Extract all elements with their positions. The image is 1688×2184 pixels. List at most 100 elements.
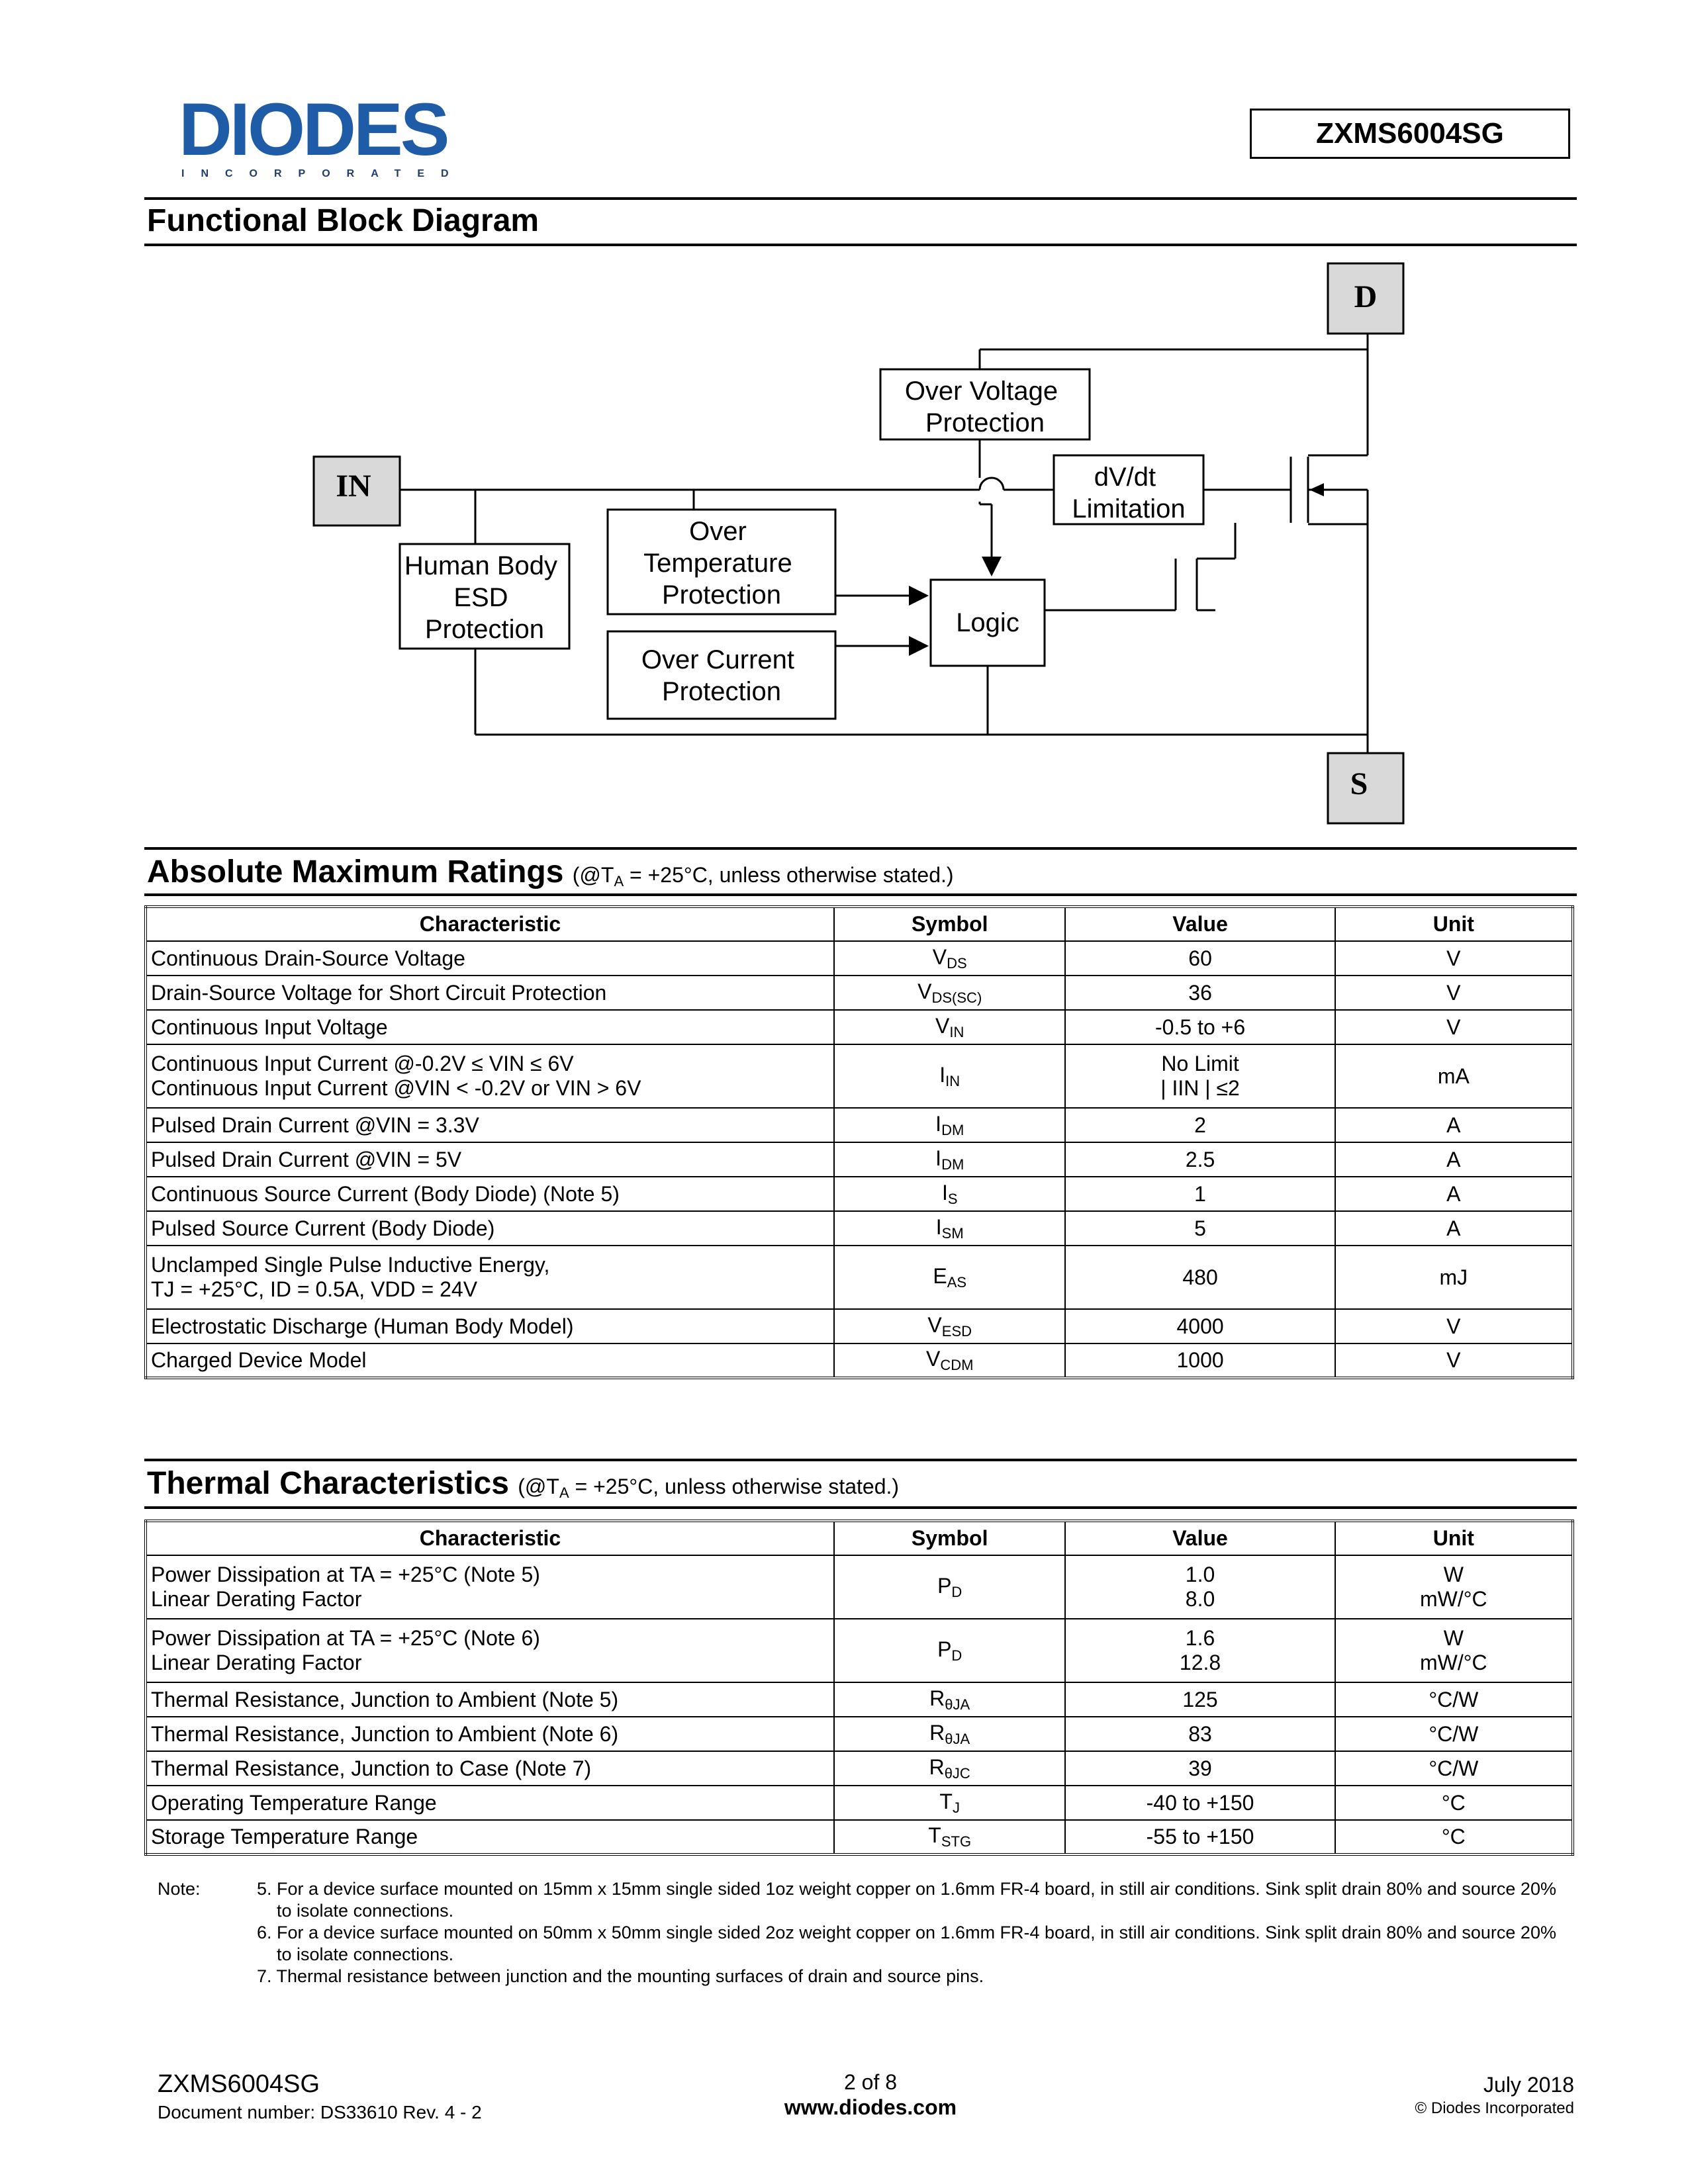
footer-url[interactable]: www.diodes.com <box>784 2095 957 2119</box>
header-unit: Unit <box>1334 906 1574 942</box>
table-header-row: Characteristic Symbol Value Unit <box>145 1520 1574 1556</box>
footer-date: July 2018 <box>1483 2073 1574 2097</box>
footer-doc-number: Document number: DS33610 Rev. 4 - 2 <box>158 2102 482 2122</box>
cell-unit: °C/W <box>1334 1716 1574 1752</box>
cell-characteristic: Continuous Input Current @-0.2V ≤ VIN ≤ … <box>145 1044 835 1109</box>
logo-wordmark: DIODES <box>179 88 449 171</box>
cell-unit: V <box>1334 1308 1574 1344</box>
cell-symbol: TJ <box>833 1785 1066 1821</box>
logo-subtext: INCORPORATED <box>181 168 465 179</box>
cell-characteristic: Pulsed Source Current (Body Diode) <box>145 1210 835 1246</box>
thermal-condition: (@TA = +25°C, unless otherwise stated.) <box>518 1475 900 1501</box>
cell-symbol: IIN <box>833 1044 1066 1109</box>
abs-max-rule-bottom <box>144 893 1577 896</box>
cell-unit: A <box>1334 1210 1574 1246</box>
cell-unit: V <box>1334 940 1574 976</box>
header-symbol: Symbol <box>833 1520 1066 1556</box>
cell-unit: °C/W <box>1334 1751 1574 1786</box>
table-row: Thermal Resistance, Junction to Case (No… <box>145 1751 1574 1786</box>
abs-max-rule-top <box>144 847 1577 850</box>
cell-characteristic: Operating Temperature Range <box>145 1785 835 1821</box>
block-diagram-title: Functional Block Diagram <box>147 203 539 238</box>
cell-characteristic: Unclamped Single Pulse Inductive Energy,… <box>145 1245 835 1310</box>
cell-unit: mJ <box>1334 1245 1574 1310</box>
cell-value: 60 <box>1064 940 1336 976</box>
cell-value: 1000 <box>1064 1343 1336 1379</box>
table-header-row: Characteristic Symbol Value Unit <box>145 906 1574 942</box>
cell-value: 5 <box>1064 1210 1336 1246</box>
cell-value: 39 <box>1064 1751 1336 1786</box>
cell-value: 83 <box>1064 1716 1336 1752</box>
cell-unit: °C/W <box>1334 1682 1574 1717</box>
notes-label: Note: <box>158 1879 201 1899</box>
thermal-title: Thermal Characteristics <box>147 1466 509 1501</box>
table-row: Electrostatic Discharge (Human Body Mode… <box>145 1308 1574 1344</box>
cell-value: No Limit| IIN | ≤2 <box>1064 1044 1336 1109</box>
cell-symbol: PD <box>833 1555 1066 1619</box>
cell-unit: A <box>1334 1176 1574 1212</box>
cell-characteristic: Thermal Resistance, Junction to Ambient … <box>145 1716 835 1752</box>
over-voltage-label: Over Voltage Protection <box>905 377 1065 437</box>
cell-symbol: IS <box>833 1176 1066 1212</box>
cell-symbol: VDS <box>833 940 1066 976</box>
cell-characteristic: Continuous Input Voltage <box>145 1009 835 1045</box>
cell-symbol: VCDM <box>833 1343 1066 1379</box>
table-row: Continuous Source Current (Body Diode) (… <box>145 1176 1574 1212</box>
note-5: 5. For a device surface mounted on 15mm … <box>257 1879 1556 1921</box>
cell-value: -40 to +150 <box>1064 1785 1336 1821</box>
source-pin <box>1327 752 1405 825</box>
notes: Note: 5. For a device surface mounted on… <box>158 1878 1574 1987</box>
abs-max-table: Characteristic Symbol Value Unit Continu… <box>144 905 1574 1379</box>
functional-block-diagram: D S IN Over Voltage Protection dV/dt Lim… <box>312 262 1405 825</box>
cell-symbol: RθJC <box>833 1751 1066 1786</box>
cell-characteristic: Power Dissipation at TA = +25°C (Note 6)… <box>145 1618 835 1683</box>
abs-max-title-row: Absolute Maximum Ratings (@TA = +25°C, u… <box>147 854 954 890</box>
thermal-title-row: Thermal Characteristics (@TA = +25°C, un… <box>147 1465 899 1502</box>
header-symbol: Symbol <box>833 906 1066 942</box>
header-value: Value <box>1064 906 1336 942</box>
table-row: Drain-Source Voltage for Short Circuit P… <box>145 975 1574 1011</box>
note-6: 6. For a device surface mounted on 50mm … <box>257 1923 1556 1964</box>
cell-value: 4000 <box>1064 1308 1336 1344</box>
cell-symbol: RθJA <box>833 1716 1066 1752</box>
dvdt-block <box>1053 454 1205 525</box>
cell-unit: V <box>1334 975 1574 1011</box>
esd-block <box>399 543 571 650</box>
dvdt-label: dV/dt Limitation <box>1072 463 1185 523</box>
cell-characteristic: Drain-Source Voltage for Short Circuit P… <box>145 975 835 1011</box>
section-rule-bottom <box>144 244 1577 246</box>
cell-symbol: VDS(SC) <box>833 975 1066 1011</box>
cell-symbol: EAS <box>833 1245 1066 1310</box>
over-current-label: Over Current Protection <box>641 645 802 706</box>
cell-value: 125 <box>1064 1682 1336 1717</box>
cell-characteristic: Electrostatic Discharge (Human Body Mode… <box>145 1308 835 1344</box>
cell-value: 1 <box>1064 1176 1336 1212</box>
source-pin-label: S <box>1350 766 1368 801</box>
cell-symbol: VESD <box>833 1308 1066 1344</box>
cell-value: 2.5 <box>1064 1142 1336 1177</box>
cell-value: -55 to +150 <box>1064 1819 1336 1855</box>
table-row: Continuous Input Current @-0.2V ≤ VIN ≤ … <box>145 1044 1574 1109</box>
cell-symbol: RθJA <box>833 1682 1066 1717</box>
cell-unit: °C <box>1334 1819 1574 1855</box>
cell-unit: A <box>1334 1142 1574 1177</box>
header-unit: Unit <box>1334 1520 1574 1556</box>
table-row: Unclamped Single Pulse Inductive Energy,… <box>145 1245 1574 1310</box>
cell-unit: A <box>1334 1107 1574 1143</box>
cell-symbol: VIN <box>833 1009 1066 1045</box>
over-temp-block <box>606 508 837 615</box>
logic-label: Logic <box>956 608 1019 637</box>
cell-characteristic: Charged Device Model <box>145 1343 835 1379</box>
cell-characteristic: Thermal Resistance, Junction to Ambient … <box>145 1682 835 1717</box>
